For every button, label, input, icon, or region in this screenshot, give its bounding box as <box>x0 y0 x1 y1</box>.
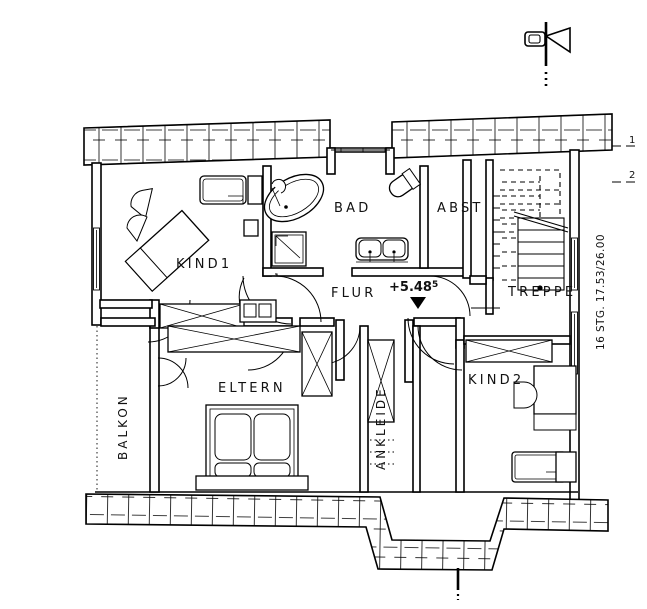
ankleide-furniture <box>367 339 396 465</box>
room-label-treppe: TREPPE <box>507 285 576 300</box>
room-label-kind1: KIND1 <box>176 257 232 272</box>
elevation-value: +5.48 <box>389 280 432 295</box>
roof-eave-bottom <box>85 493 609 571</box>
interior-walls <box>96 159 571 493</box>
dormer-top <box>326 147 395 175</box>
staircase <box>493 169 569 291</box>
room-label-abst: ABST <box>437 201 484 216</box>
room-label-ankleide: ANKLEIDE <box>374 386 388 470</box>
room-label-eltern: ELTERN <box>218 381 286 396</box>
eltern-furniture <box>159 299 333 491</box>
bathroom-fixtures <box>263 167 422 267</box>
section-markers: 1 2 <box>612 135 640 183</box>
kind1-furniture <box>124 175 263 293</box>
section-marker-1-label: 1 <box>629 135 635 146</box>
room-labels: KIND1 BAD ABST TREPPE FLUR ELTERN KIND2 … <box>116 201 576 470</box>
elevation-triangle-icon <box>410 297 426 309</box>
section-marker-2-label: 2 <box>629 170 635 181</box>
kind2-furniture <box>465 339 577 483</box>
room-label-kind2: KIND2 <box>468 373 524 388</box>
room-label-flur: FLUR <box>331 286 376 301</box>
room-label-bad: BAD <box>334 201 371 216</box>
room-label-balkon: BALKON <box>116 393 130 460</box>
elevation-mark: +5.485 <box>389 280 438 309</box>
elevation-superscript: 5 <box>432 280 438 290</box>
roof-eave-top <box>83 113 613 166</box>
section-cut-arrow-icon <box>524 22 571 86</box>
stair-count-note: 16 STG. 17.53/26.00 <box>595 234 607 350</box>
svg-text:+5.485: +5.485 <box>389 280 438 295</box>
